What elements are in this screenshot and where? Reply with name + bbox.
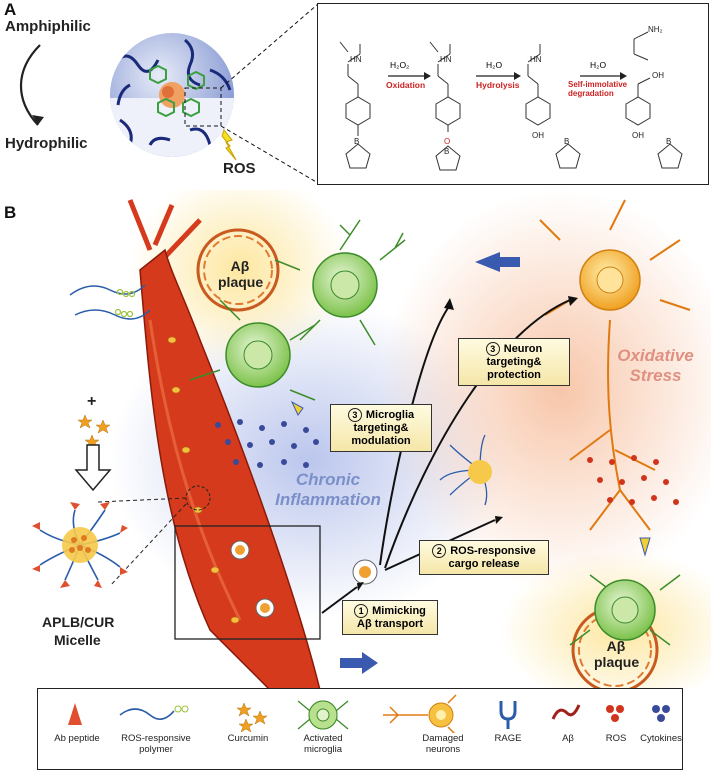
legend-icons xyxy=(68,694,670,733)
b-atom-4: B xyxy=(666,137,671,146)
ros-icon xyxy=(606,705,624,722)
microglia-cells xyxy=(189,219,681,646)
step1-reagent: H₂O₂ xyxy=(390,60,409,70)
blood-vessel xyxy=(127,199,321,690)
chronic-inflammation-label: Chronic Inflammation xyxy=(275,470,381,509)
ros-dots xyxy=(587,455,679,505)
ab-peptide-icon xyxy=(68,703,82,725)
micelle-label-line2: Micelle xyxy=(54,632,101,648)
panel-a-letter: A xyxy=(4,0,17,19)
amphiphilic-label: Amphiphilic xyxy=(5,18,91,35)
hn-atom-3: HN xyxy=(530,55,542,64)
micelle-large xyxy=(32,502,128,588)
step3-label: Self-immolative degradation xyxy=(568,80,628,98)
plaque-bottom-label: Aβ plaque xyxy=(594,638,640,670)
o-atom-red: O xyxy=(444,137,450,146)
reaction-scheme: H₂O₂ Oxidation H₂O Hydrolysis H₂O Self-i… xyxy=(339,25,683,171)
plus-sign: + xyxy=(87,393,97,410)
curcumin-stars xyxy=(77,414,111,449)
legend: Ab peptide ROS-responsive polymer Curcum… xyxy=(37,688,683,770)
curved-arrow xyxy=(19,44,41,126)
polymer-strands xyxy=(69,284,151,320)
step1-text: Mimicking Aβ transport xyxy=(357,604,426,630)
micelle-label-line1: APLB/CUR xyxy=(42,614,115,630)
abeta-plaque-top xyxy=(196,228,280,312)
reaction-scheme-box: H₂O₂ Oxidation H₂O Hydrolysis H₂O Self-i… xyxy=(317,3,709,185)
rage-icon xyxy=(499,701,517,729)
b-atom-1: B xyxy=(354,137,359,146)
hn-atom-1: HN xyxy=(350,55,362,64)
step1-number: 1 xyxy=(354,604,369,618)
panel-b-letter: B xyxy=(4,203,17,222)
step3a-number: 3 xyxy=(347,408,362,422)
step1-label: Oxidation xyxy=(386,80,425,90)
panel-b-scene xyxy=(32,190,711,690)
ros-label: ROS xyxy=(223,160,256,177)
oh-atom-3: OH xyxy=(632,131,644,140)
step3b-text: Neuron targeting& protection xyxy=(486,342,543,381)
legend-label-polymer: ROS-responsive polymer xyxy=(121,733,191,755)
step3b-number: 3 xyxy=(485,342,500,356)
hydrophilic-label: Hydrophilic xyxy=(5,135,88,152)
plaque-top-label: Aβ plaque xyxy=(218,258,264,290)
step3-reagent: H₂O xyxy=(590,60,606,70)
legend-label-neurons: Damaged neurons xyxy=(422,733,464,755)
zoom-box xyxy=(174,525,321,640)
step2-label: Hydrolysis xyxy=(476,80,520,90)
panel-a-micelle-graphic xyxy=(19,3,319,184)
curcumin-icon xyxy=(236,702,268,733)
abeta-icon xyxy=(551,704,581,720)
cytokine-dots xyxy=(215,419,319,468)
neuron-icon xyxy=(383,694,457,733)
oxidative-stress-label: Oxidative Stress xyxy=(617,346,694,385)
nh2-atom: NH₂ xyxy=(648,25,663,34)
hn-atom-2: HN xyxy=(440,55,452,64)
microglia-icon xyxy=(297,700,349,730)
step2-number: 2 xyxy=(432,544,447,558)
cytokine-icon xyxy=(652,705,670,722)
legend-label-ros: ROS xyxy=(605,733,627,744)
b-atom-2: B xyxy=(444,147,449,156)
step2-text: ROS-responsive cargo release xyxy=(448,544,536,570)
oh-atom-1: OH xyxy=(532,131,544,140)
legend-label-cytokines: Cytokines xyxy=(640,733,682,744)
oh-atom-2: OH xyxy=(652,71,664,80)
polymer-icon xyxy=(119,705,189,720)
b-atom-3: B xyxy=(564,137,569,146)
legend-label-microglia: Activated microglia xyxy=(303,733,343,755)
damaged-neuron xyxy=(539,199,691,531)
step2-reagent: H₂O xyxy=(486,60,502,70)
legend-label-rage: RAGE xyxy=(494,733,522,744)
legend-label-curcumin: Curcumin xyxy=(227,733,269,744)
legend-label-ab-peptide: Ab peptide xyxy=(54,733,100,744)
legend-label-abeta: Aβ xyxy=(562,733,574,744)
step3a-text: Microglia targeting& modulation xyxy=(351,408,415,447)
